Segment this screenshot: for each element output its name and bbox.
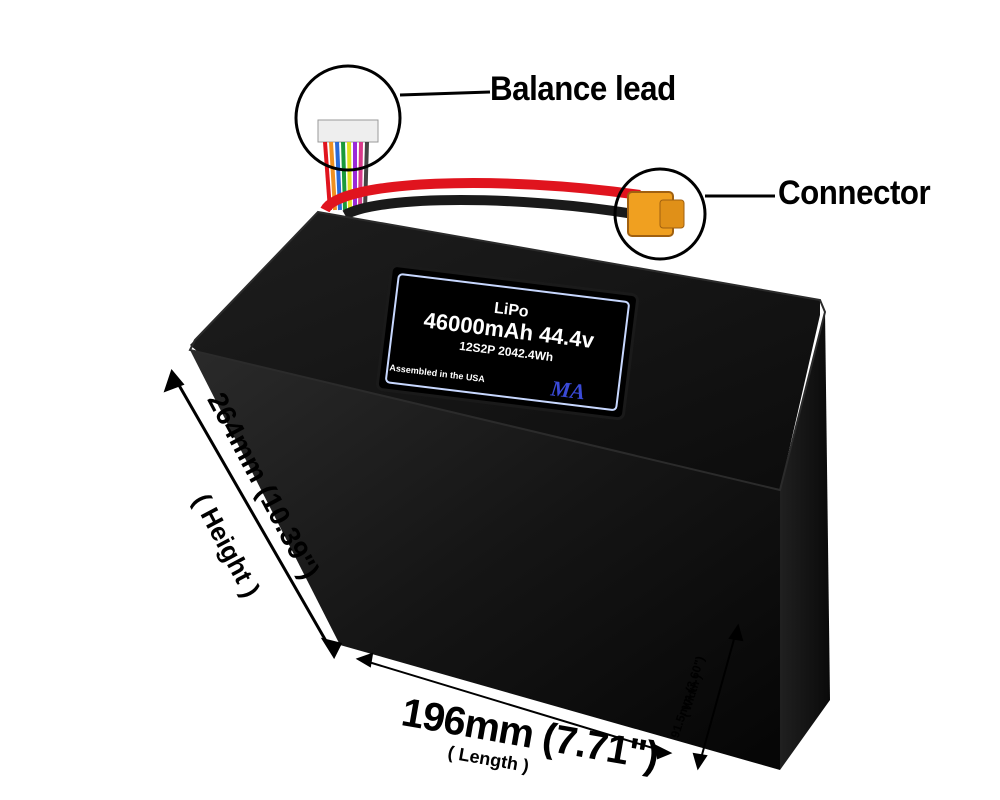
xt-connector: [627, 191, 685, 237]
connector-callout: Connector: [778, 174, 931, 212]
length-arrow: [355, 652, 673, 760]
label-chemistry: LiPo: [493, 300, 530, 321]
width-arrow: [692, 623, 744, 771]
balance-lead-leader: [399, 90, 491, 97]
battery-side-face: [780, 310, 830, 770]
balance-lead-callout: Balance lead: [490, 70, 676, 108]
balance-lead-circle: [294, 64, 402, 172]
red-wire: [320, 178, 641, 214]
balance-lead-wires: [317, 119, 379, 211]
label-logo: MA: [549, 375, 587, 404]
battery-label: LiPo 46000mAh 44.4v 12S2P 2042.4Wh Assem…: [375, 264, 639, 421]
black-wire: [342, 195, 641, 220]
connector-circle: [613, 167, 707, 261]
height-arrow: [163, 368, 343, 660]
